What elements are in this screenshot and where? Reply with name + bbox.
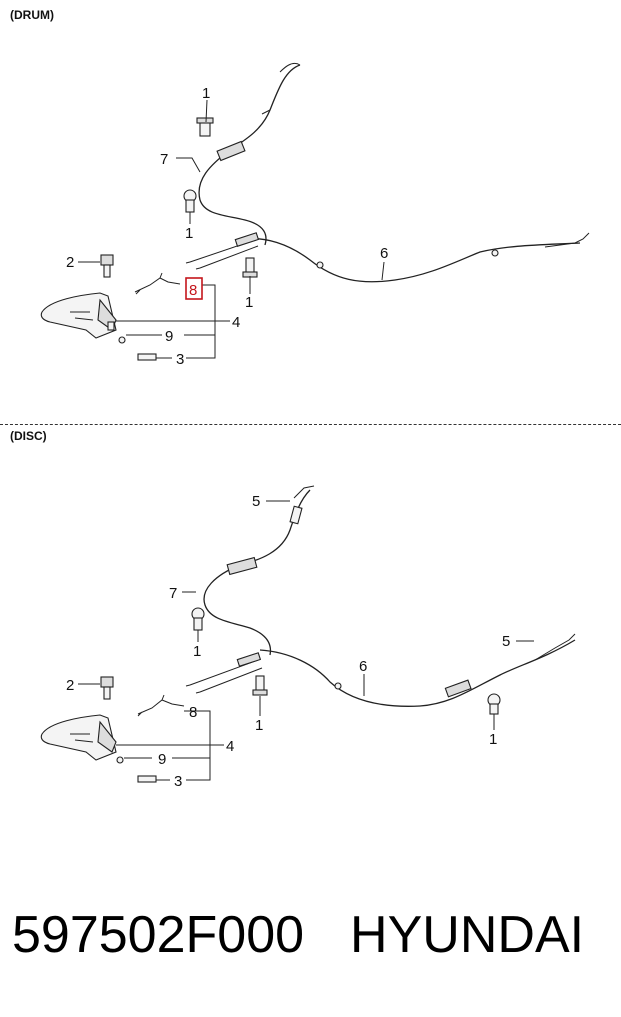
nut-2 — [100, 676, 114, 700]
brake-switch-8 — [134, 272, 181, 295]
callout-1-mid: 1 — [193, 643, 201, 660]
bolt-1-mid — [191, 607, 205, 631]
callout-3: 3 — [174, 773, 182, 790]
parking-lever-assembly-4 — [40, 292, 117, 339]
part-number: 597502F000 — [12, 906, 305, 964]
callout-5-top: 5 — [252, 493, 260, 510]
callout-4: 4 — [226, 738, 234, 755]
callout-8: 8 — [189, 704, 197, 721]
drum-section-label: (DRUM) — [10, 8, 54, 22]
washer-9 — [116, 756, 124, 764]
disc-section-label: (DISC) — [10, 429, 47, 443]
callout-5-right: 5 — [502, 633, 510, 650]
disc-parking-brake-diagram: 5 7 1 2 8 4 9 3 1 6 5 1 — [40, 485, 576, 790]
callout-9: 9 — [165, 328, 173, 345]
brand-name: HYUNDAI — [350, 906, 585, 964]
rear-cable-7 — [198, 64, 301, 246]
callout-1-top: 1 — [202, 85, 210, 102]
bolt-1-low — [252, 675, 268, 696]
callout-1-low: 1 — [245, 294, 253, 311]
callout-6: 6 — [380, 245, 388, 262]
bolt-1-mid — [183, 189, 197, 213]
bolt-3 — [137, 775, 157, 783]
brake-switch-8 — [137, 694, 185, 717]
callout-3: 3 — [176, 351, 184, 368]
cable-sleeve-upper — [216, 140, 246, 162]
bolt-1-right — [487, 693, 501, 715]
washer-9 — [118, 336, 126, 344]
callout-7: 7 — [160, 151, 168, 168]
callout-6: 6 — [359, 658, 367, 675]
highlight-box — [185, 277, 203, 300]
nut-2 — [100, 254, 114, 278]
callout-4: 4 — [232, 314, 240, 331]
callout-2: 2 — [66, 254, 74, 271]
rear-cable-6 — [259, 639, 576, 707]
bolt-3 — [137, 353, 157, 361]
callout-9: 9 — [158, 751, 166, 768]
bolt-1-top — [196, 117, 214, 137]
parking-lever-assembly-4 — [40, 714, 117, 761]
callout-7: 7 — [169, 585, 177, 602]
callout-1-low: 1 — [255, 717, 263, 734]
drum-parking-brake-diagram: 1 7 1 2 8 4 9 3 1 6 — [40, 62, 590, 368]
section-divider — [0, 424, 621, 425]
callout-2: 2 — [66, 677, 74, 694]
callout-1-mid: 1 — [185, 225, 193, 242]
part-info-footer: 597502F000 HYUNDAI — [12, 905, 612, 975]
callout-8: 8 — [189, 282, 197, 299]
rear-cable-6 — [239, 238, 581, 283]
rear-cable-7 — [203, 489, 311, 656]
callout-1-right: 1 — [489, 731, 497, 748]
bolt-1-low — [242, 257, 258, 278]
cable-sleeve-upper — [226, 556, 258, 576]
